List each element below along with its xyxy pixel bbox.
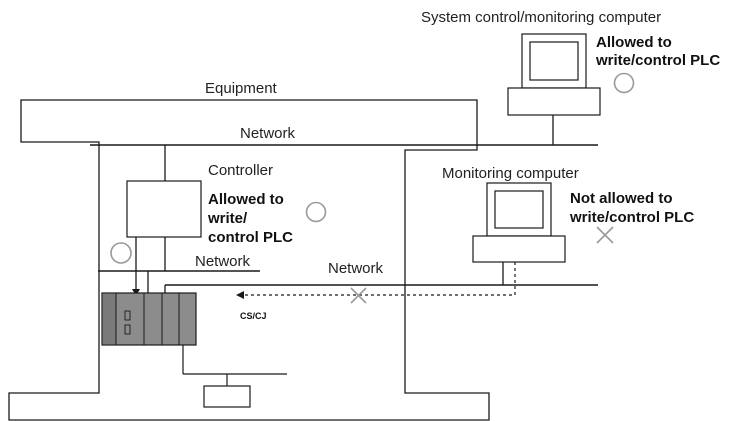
monitoring-computer-icon — [472, 182, 566, 263]
monitoring-not-allowed-text: Not allowed to write/control PLC — [569, 190, 694, 226]
blocked-access-path — [240, 262, 516, 296]
controller-box — [126, 180, 202, 238]
plc-allowed-marker — [110, 242, 132, 264]
path-denied-marker — [350, 287, 367, 304]
controller-allowed-text: Allowed to write/ control PLC — [207, 191, 293, 246]
left-network-label: Network — [195, 253, 251, 270]
blocked-path-arrowhead — [236, 291, 244, 299]
system-allowed-marker — [613, 72, 635, 94]
system-allowed-text: Allowed to write/control PLC — [595, 34, 720, 69]
plc-label: CS/CJ — [240, 311, 267, 321]
system-computer-icon — [507, 33, 601, 145]
equipment-outline — [8, 99, 490, 421]
top-network-label: Network — [240, 125, 296, 142]
controller-label: Controller — [208, 162, 273, 179]
plc-unit — [101, 292, 197, 346]
controller-allowed-marker — [305, 201, 327, 223]
monitoring-computer-label: Monitoring computer — [442, 165, 579, 182]
monitoring-denied-marker — [596, 226, 614, 244]
equipment-label: Equipment — [205, 80, 278, 97]
field-device-box — [203, 385, 251, 408]
right-network-label: Network — [328, 260, 384, 277]
system-computer-label: System control/monitoring computer — [421, 9, 661, 26]
